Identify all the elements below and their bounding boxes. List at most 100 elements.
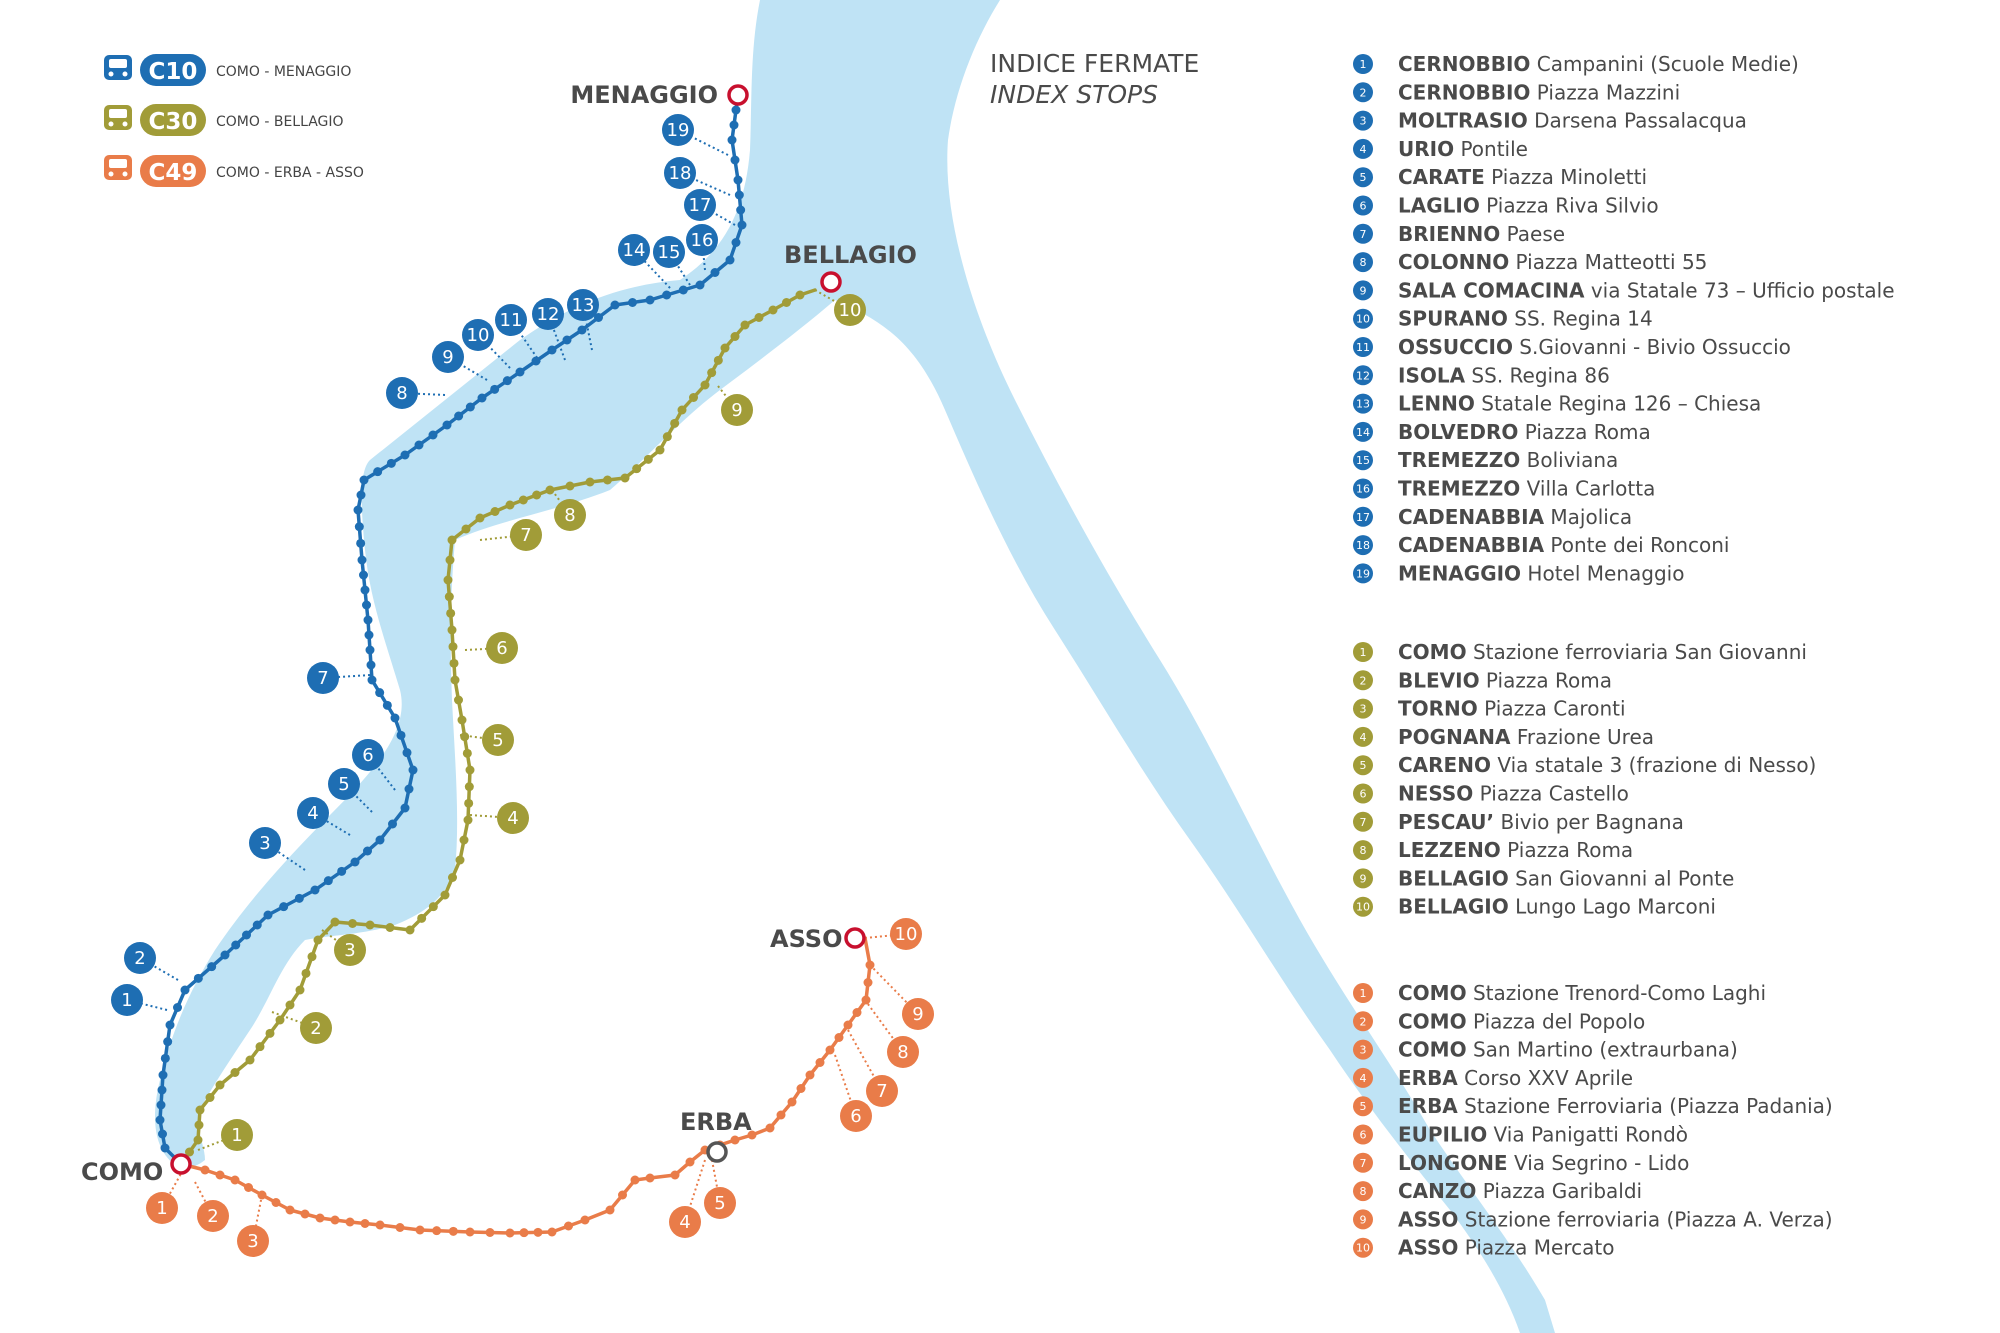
stop-index-badge: [1353, 1209, 1373, 1230]
index-subtitle: INDEX STOPS: [990, 80, 1158, 109]
stop-badge-number: 17: [689, 195, 712, 216]
route-dot: [395, 1223, 405, 1232]
map-stop-c49-1: 1: [146, 1169, 184, 1224]
stop-town: EUPILIO: [1398, 1123, 1487, 1147]
route-dot: [459, 835, 469, 845]
route-dot: [689, 393, 698, 402]
stop-place: San Giovanni al Ponte: [1509, 866, 1735, 890]
stop-badge: [554, 499, 586, 531]
stop-index-number: 7: [1360, 228, 1367, 241]
route-dot: [402, 748, 412, 758]
stop-index-row: 3 COMO San Martino (extraurbana): [1353, 1038, 1738, 1062]
stop-index-number: 6: [1360, 788, 1367, 801]
route-dot: [465, 765, 475, 775]
stop-place: Stazione Trenord-Como Laghi: [1467, 981, 1766, 1005]
stop-index-badge: [1353, 1152, 1373, 1173]
terminus-erba: ERBA: [680, 1108, 752, 1163]
stop-town: LEZZENO: [1398, 838, 1501, 862]
stop-index-text: MOLTRASIO Darsena Passalacqua: [1398, 109, 1747, 133]
map-stop-c49-8: 8: [864, 999, 919, 1068]
stop-index-badge: [1353, 1039, 1373, 1060]
route-dot: [386, 458, 396, 468]
route-dot: [782, 298, 791, 307]
stop-place: Paese: [1500, 222, 1565, 246]
stop-index-number: 3: [1360, 703, 1367, 716]
stop-town: CARENO: [1398, 753, 1491, 777]
map-stop-c30-4: 4: [469, 802, 529, 834]
stop-badge-number: 9: [912, 1004, 923, 1025]
stop-index-number: 3: [1360, 1044, 1367, 1057]
map-stop-c30-2: 2: [271, 1011, 332, 1044]
stop-index-badge: [1353, 563, 1373, 584]
route-dot: [365, 645, 375, 655]
terminus-como: COMO: [81, 1153, 192, 1186]
stop-place: via Statale 73 – Ufficio postale: [1584, 278, 1894, 302]
route-dot: [603, 475, 612, 485]
route-dot: [730, 332, 740, 341]
stop-index-badge: [1353, 138, 1373, 159]
route-dot: [465, 402, 475, 412]
route-dot: [265, 1028, 275, 1038]
route-dot: [825, 1045, 835, 1055]
stop-badge-number: 8: [396, 383, 407, 404]
stop-town: CERNOBBIO: [1398, 80, 1530, 104]
stop-index-text: PESCAU’ Bivio per Bagnana: [1398, 810, 1684, 834]
route-dot: [165, 1020, 175, 1030]
route-dot: [157, 1085, 167, 1095]
route-dot: [307, 952, 317, 962]
route-dot: [356, 490, 366, 500]
route-dot: [815, 1058, 825, 1067]
route-dot: [519, 1228, 529, 1238]
map-stop-c49-6: 6: [834, 1054, 872, 1132]
stop-index-badge: [1353, 337, 1373, 357]
stop-badge-number: 18: [669, 163, 692, 184]
map-stop-c10-11: 11: [495, 304, 541, 363]
stop-town: TREMEZZO: [1398, 477, 1520, 501]
route-dot: [490, 507, 500, 516]
stop-place: Via statale 3 (frazione di Nesso): [1491, 753, 1816, 777]
stop-index-text: BELLAGIO San Giovanni al Ponte: [1398, 866, 1734, 890]
route-dot: [195, 1105, 205, 1115]
stop-leader: [864, 933, 907, 939]
stop-badge: [669, 1206, 701, 1238]
route-dot: [185, 1147, 194, 1157]
terminus-asso: ASSO: [770, 925, 866, 953]
route-dot: [373, 467, 383, 477]
stop-index-text: SPURANO SS. Regina 14: [1398, 307, 1653, 331]
stop-index-number: 17: [1356, 511, 1370, 524]
route-dot: [173, 1003, 182, 1012]
stop-index-number: 4: [1360, 731, 1367, 744]
stop-badge: [124, 942, 156, 974]
stop-index-text: LENNO Statale Regina 126 – Chiesa: [1398, 392, 1761, 416]
stop-place: Piazza Roma: [1480, 668, 1612, 692]
stop-index-text: LONGONE Via Segrino - Lido: [1398, 1151, 1689, 1175]
route-dot: [440, 890, 450, 900]
stop-place: Piazza Mercato: [1458, 1236, 1614, 1260]
stop-index-text: TREMEZZO Boliviana: [1398, 448, 1618, 472]
stop-badge: [221, 1119, 253, 1151]
route-dot: [754, 313, 764, 322]
route-dot: [375, 688, 385, 698]
stop-badge-number: 4: [679, 1212, 690, 1233]
stop-index-text: COMO San Martino (extraurbana): [1398, 1038, 1738, 1062]
route-dot: [449, 658, 459, 668]
stop-town: CARATE: [1398, 165, 1485, 189]
stop-index-number: 10: [1356, 313, 1370, 326]
stop-leader: [684, 1159, 706, 1223]
stop-badge: [834, 294, 866, 326]
stop-town: LENNO: [1398, 392, 1475, 416]
route-dot: [444, 592, 454, 602]
route-dot: [594, 313, 603, 322]
stop-leader: [321, 929, 351, 951]
route-dot: [385, 923, 395, 932]
stop-badge: [618, 234, 650, 266]
route-dot: [155, 1115, 165, 1125]
route-dot: [245, 1055, 255, 1065]
map-stop-c10-18: 18: [664, 157, 731, 196]
stop-badge: [686, 224, 718, 256]
route-dot: [455, 855, 465, 865]
